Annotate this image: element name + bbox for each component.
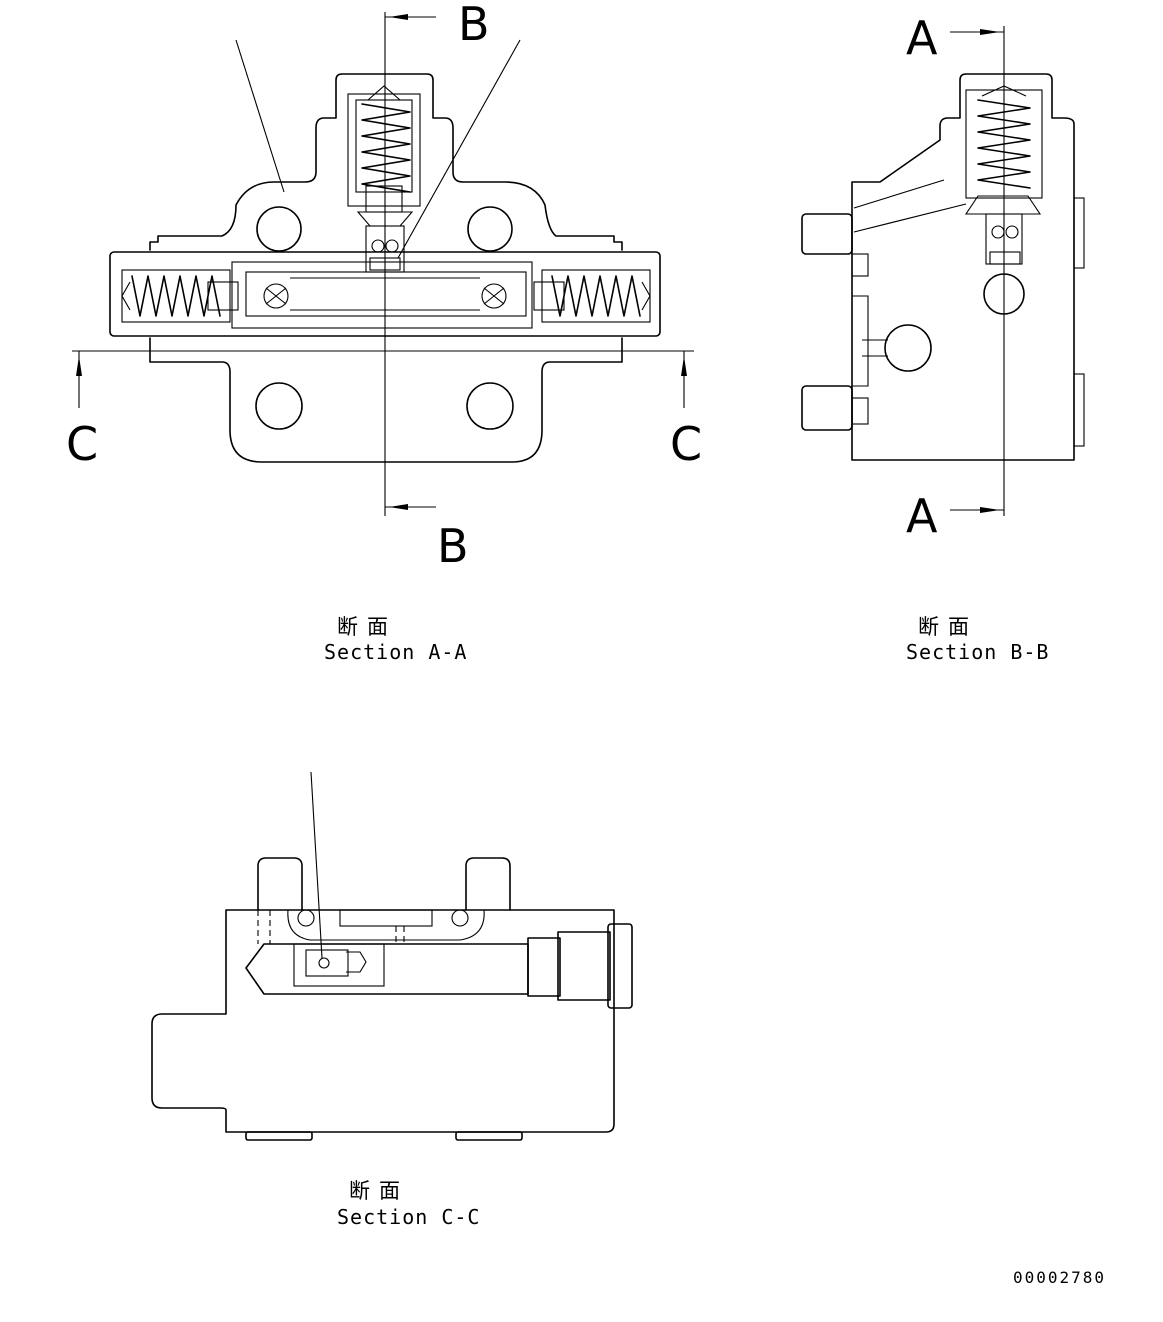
- bolt-hole: [466, 382, 514, 430]
- caption-a-jp: 断面: [337, 615, 397, 639]
- right-spring: [551, 275, 641, 317]
- end-plug-cap: [557, 931, 611, 1001]
- bolt-hole: [255, 382, 303, 430]
- end-plug: [527, 937, 561, 997]
- bolt-hole: [256, 206, 302, 252]
- marker-b-bottom: B: [437, 519, 469, 573]
- caption-a: Section A-A: [324, 640, 467, 664]
- marker-c-right: C: [670, 417, 702, 471]
- marker-b-top: B: [458, 0, 490, 51]
- section-b-b-view: [801, 26, 1085, 516]
- section-c-c-view: [151, 771, 633, 1141]
- main-bore: [245, 943, 529, 995]
- caption-b: Section B-B: [906, 640, 1049, 664]
- foot: [245, 1131, 313, 1141]
- caption-c: Section C-C: [337, 1205, 480, 1229]
- leader-line: [235, 39, 285, 193]
- marker-c-left: C: [66, 417, 98, 471]
- lower-flange-outline: [149, 337, 623, 463]
- leader-line: [310, 771, 323, 959]
- caption-b-jp: 断面: [918, 615, 978, 639]
- section-c-body-outline: [151, 909, 615, 1133]
- top-stud: [257, 857, 303, 911]
- left-spring: [131, 275, 221, 317]
- caption-c-jp: 断面: [349, 1179, 409, 1203]
- top-stud: [465, 857, 511, 911]
- ball-plug: [884, 324, 932, 372]
- section-a-a-view: [72, 12, 694, 516]
- bolt-hole: [467, 206, 513, 252]
- marker-a-top: A: [906, 11, 938, 65]
- foot: [455, 1131, 523, 1141]
- side-body-outline: [851, 73, 1075, 461]
- stud: [801, 385, 853, 431]
- leader-line: [397, 39, 521, 259]
- top-spring: [361, 103, 411, 193]
- stud: [801, 213, 853, 255]
- marker-a-bottom: A: [906, 489, 938, 543]
- drawing-number: 00002780: [1013, 1268, 1106, 1287]
